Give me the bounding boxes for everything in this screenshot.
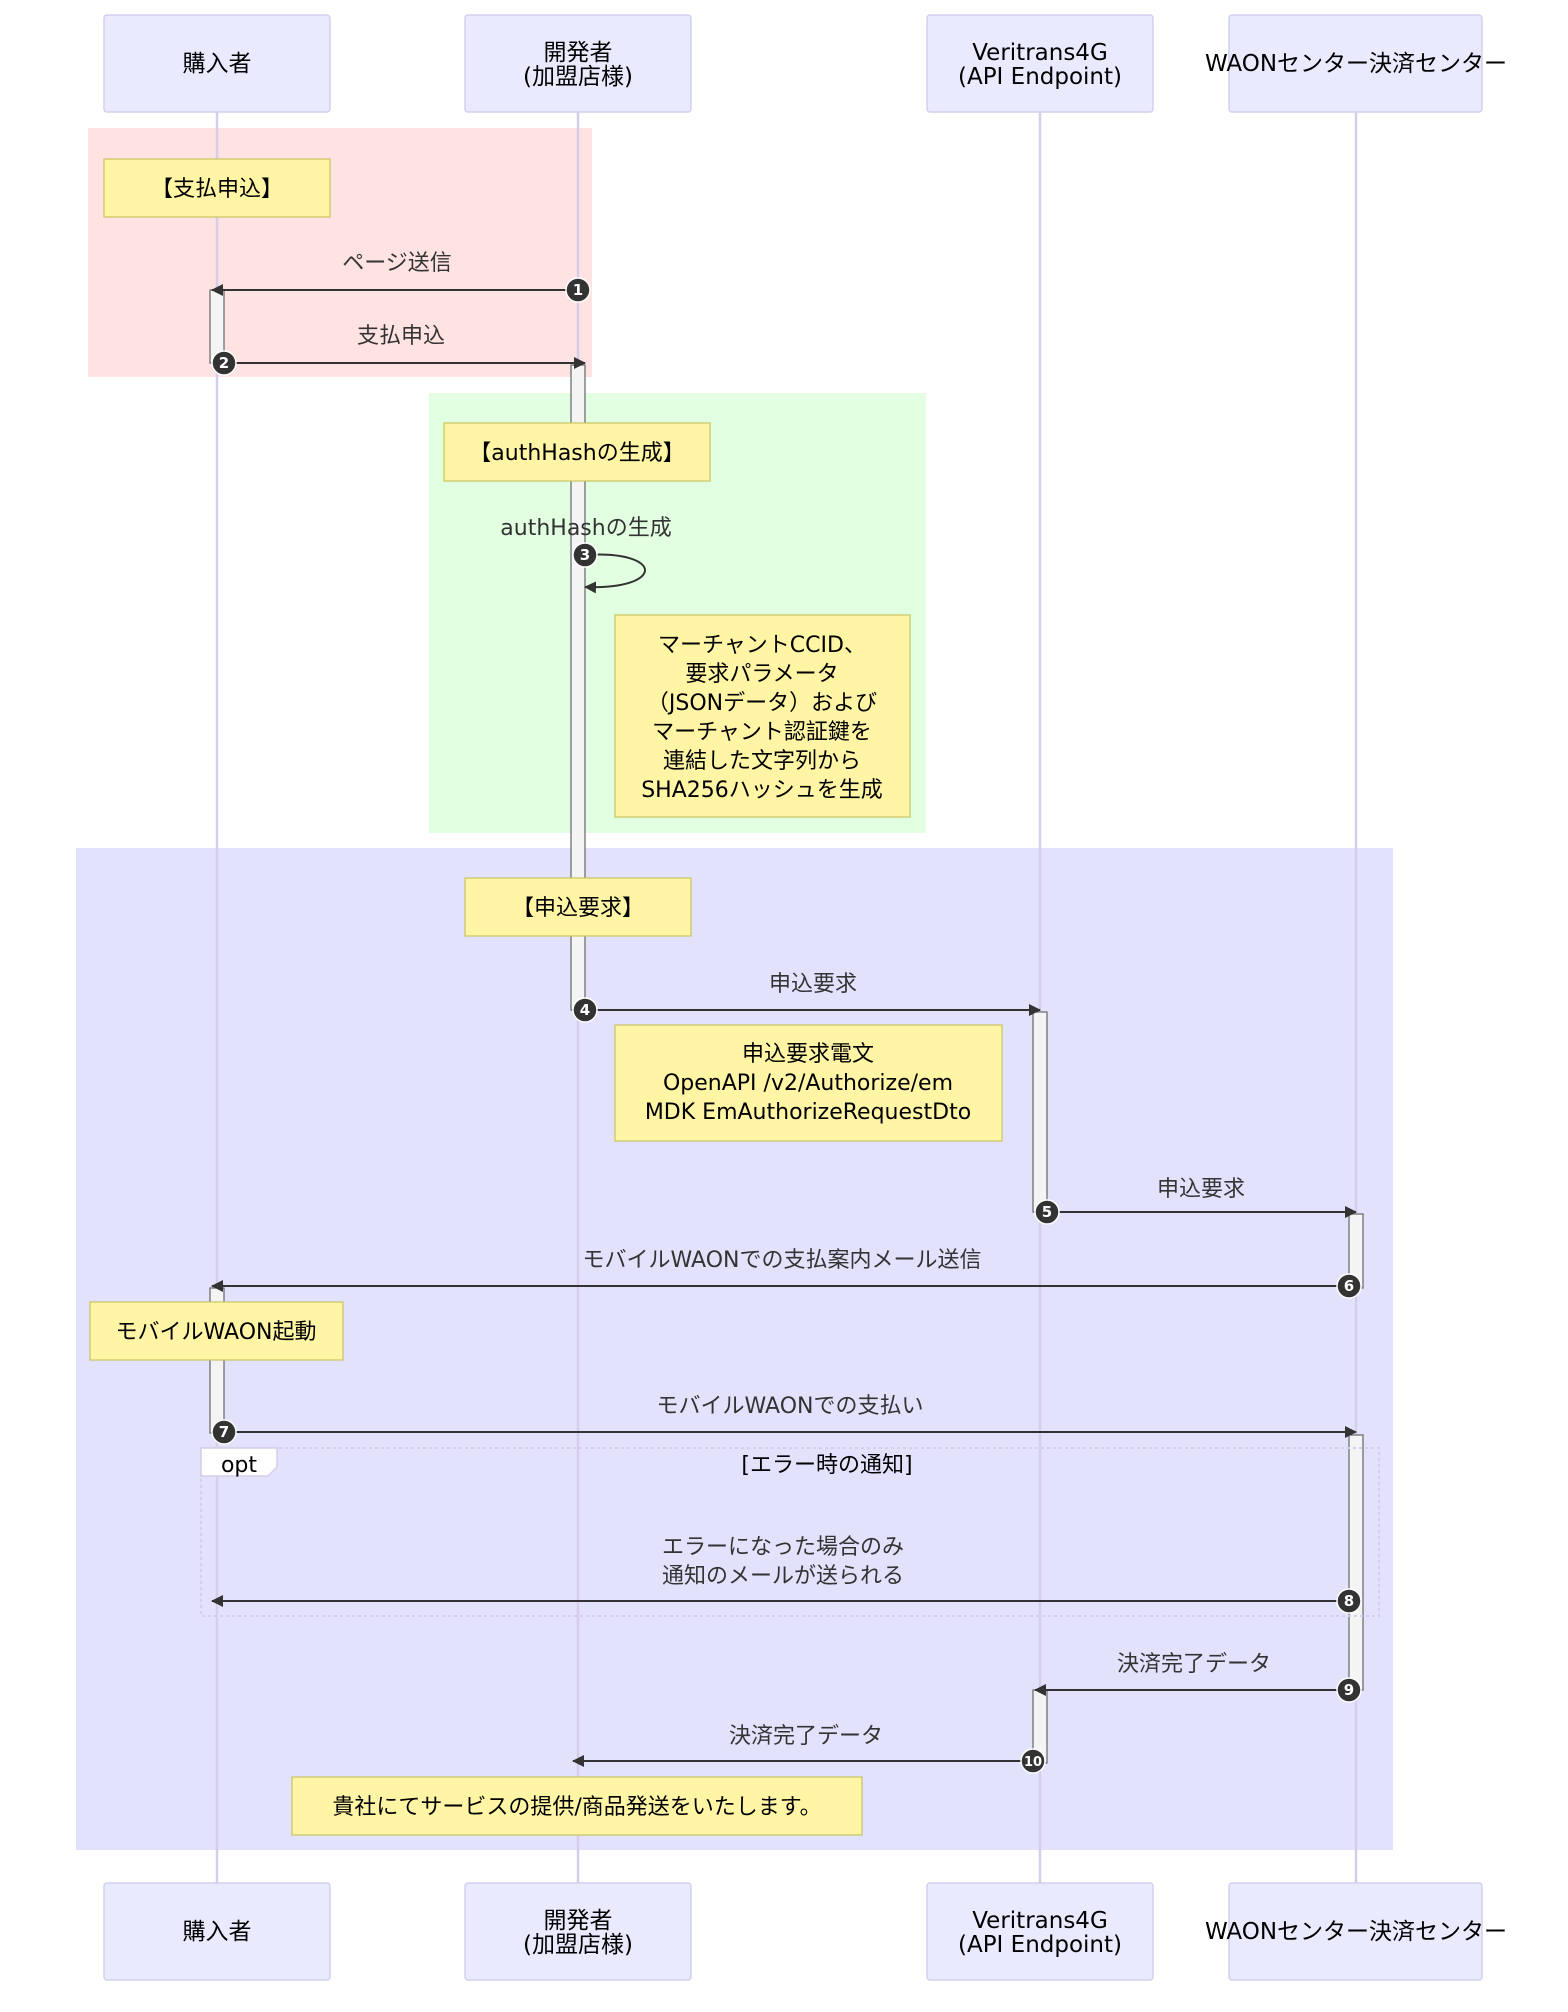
actor-veritrans-top: Veritrans4G (API Endpoint)	[926, 14, 1154, 113]
note-authhash-generation: 【authHashの生成】	[443, 422, 711, 482]
note-authhash-detail-line-4: マーチャント認証鍵を	[652, 720, 872, 745]
message-6-number-badge: 6	[1336, 1273, 1362, 1299]
note-authhash-detail: マーチャントCCID、 要求パラメータ （JSONデータ）および マーチャント認…	[614, 614, 911, 818]
note-application-request: 【申込要求】	[464, 877, 692, 937]
actor-developer-top-label-2: (加盟店様)	[523, 64, 633, 90]
message-8-number: 8	[1344, 1592, 1354, 1610]
message-8-number-badge: 8	[1336, 1588, 1362, 1614]
actor-veritrans-top-label-1: Veritrans4G	[972, 40, 1108, 66]
message-2-number-badge: 2	[211, 350, 237, 376]
note-payment-application-text: 【支払申込】	[151, 177, 283, 202]
note-request-message-line-3: MDK EmAuthorizeRequestDto	[645, 1100, 971, 1125]
message-8-label-line-2: 通知のメールが送られる	[662, 1564, 904, 1589]
message-1-label: ページ送信	[342, 251, 452, 276]
actor-veritrans-bottom-label-2: (API Endpoint)	[958, 1932, 1122, 1958]
message-1-number: 1	[573, 281, 583, 299]
message-10-number: 10	[1024, 1755, 1042, 1770]
message-8-label-line-1: エラーになった場合のみ	[662, 1535, 904, 1560]
note-service-delivery: 貴社にてサービスの提供/商品発送をいたします。	[291, 1776, 863, 1836]
note-request-message-line-1: 申込要求電文	[742, 1042, 874, 1067]
message-9-number: 9	[1344, 1681, 1354, 1699]
message-6-number: 6	[1344, 1277, 1354, 1295]
message-5-label: 申込要求	[1157, 1177, 1245, 1202]
actor-buyer-bottom-label: 購入者	[183, 1919, 252, 1945]
opt-block: opt [エラー時の通知]	[200, 1447, 1380, 1617]
actor-buyer-top: 購入者	[103, 14, 331, 113]
actor-waon-bottom-label: WAONセンター決済センター	[1205, 1919, 1507, 1945]
actor-veritrans-bottom: Veritrans4G (API Endpoint)	[926, 1882, 1154, 1981]
note-application-request-text: 【申込要求】	[512, 896, 644, 921]
actor-buyer-top-label: 購入者	[183, 51, 252, 77]
note-authhash-detail-line-3: （JSONデータ）および	[647, 691, 877, 716]
actor-waon-bottom: WAONセンター決済センター	[1205, 1882, 1507, 1981]
message-10-number-badge: 10	[1020, 1748, 1046, 1774]
message-2-number: 2	[219, 354, 229, 372]
message-3-label: authHashの生成	[500, 516, 671, 541]
note-request-message-line-2: OpenAPI /v2/Authorize/em	[663, 1071, 953, 1096]
message-7-label: モバイルWAONでの支払い	[657, 1394, 924, 1419]
note-authhash-detail-line-5: 連結した文字列から	[663, 749, 861, 774]
veritrans-activation-1	[1032, 1011, 1048, 1213]
actor-developer-bottom-label-2: (加盟店様)	[523, 1932, 633, 1958]
message-1-number-badge: 1	[565, 277, 591, 303]
note-authhash-detail-line-2: 要求パラメータ	[685, 662, 838, 687]
actor-developer-top-label-1: 開発者	[544, 40, 613, 66]
message-5-number: 5	[1042, 1203, 1052, 1221]
note-authhash-detail-line-6: SHA256ハッシュを生成	[641, 778, 883, 803]
actor-developer-top: 開発者 (加盟店様)	[464, 14, 692, 113]
message-3-number: 3	[580, 546, 590, 564]
message-10-label: 決済完了データ	[729, 1724, 883, 1749]
note-request-message: 申込要求電文 OpenAPI /v2/Authorize/em MDK EmAu…	[614, 1024, 1003, 1142]
message-4-label: 申込要求	[769, 972, 857, 997]
message-2-label: 支払申込	[357, 324, 445, 349]
message-4-number-badge: 4	[572, 997, 598, 1023]
message-4-number: 4	[580, 1001, 590, 1019]
message-6-label: モバイルWAONでの支払案内メール送信	[583, 1248, 982, 1273]
opt-keyword: opt	[221, 1453, 257, 1478]
message-9-number-badge: 9	[1336, 1677, 1362, 1703]
note-mobile-waon-launch-text: モバイルWAON起動	[116, 1320, 317, 1345]
actor-veritrans-top-label-2: (API Endpoint)	[958, 64, 1122, 90]
message-9-label: 決済完了データ	[1117, 1652, 1271, 1677]
actor-developer-bottom-label-1: 開発者	[544, 1908, 613, 1934]
message-7-number-badge: 7	[211, 1419, 237, 1445]
actor-developer-bottom: 開発者 (加盟店様)	[464, 1882, 692, 1981]
message-3-arrow	[584, 553, 646, 594]
actor-waon-top: WAONセンター決済センター	[1205, 14, 1507, 113]
opt-condition: [エラー時の通知]	[741, 1453, 912, 1478]
note-payment-application: 【支払申込】	[103, 158, 331, 218]
note-service-delivery-text: 貴社にてサービスの提供/商品発送をいたします。	[332, 1795, 821, 1820]
note-authhash-detail-line-1: マーチャントCCID、	[658, 633, 866, 658]
message-7-number: 7	[219, 1423, 229, 1441]
note-authhash-generation-text: 【authHashの生成】	[469, 441, 684, 466]
actor-veritrans-bottom-label-1: Veritrans4G	[972, 1908, 1108, 1934]
actor-buyer-bottom: 購入者	[103, 1882, 331, 1981]
note-mobile-waon-launch: モバイルWAON起動	[89, 1301, 344, 1361]
actor-waon-top-label: WAONセンター決済センター	[1205, 51, 1507, 77]
message-3-number-badge: 3	[572, 542, 598, 568]
waon-activation-2	[1348, 1434, 1364, 1691]
message-5-number-badge: 5	[1034, 1199, 1060, 1225]
